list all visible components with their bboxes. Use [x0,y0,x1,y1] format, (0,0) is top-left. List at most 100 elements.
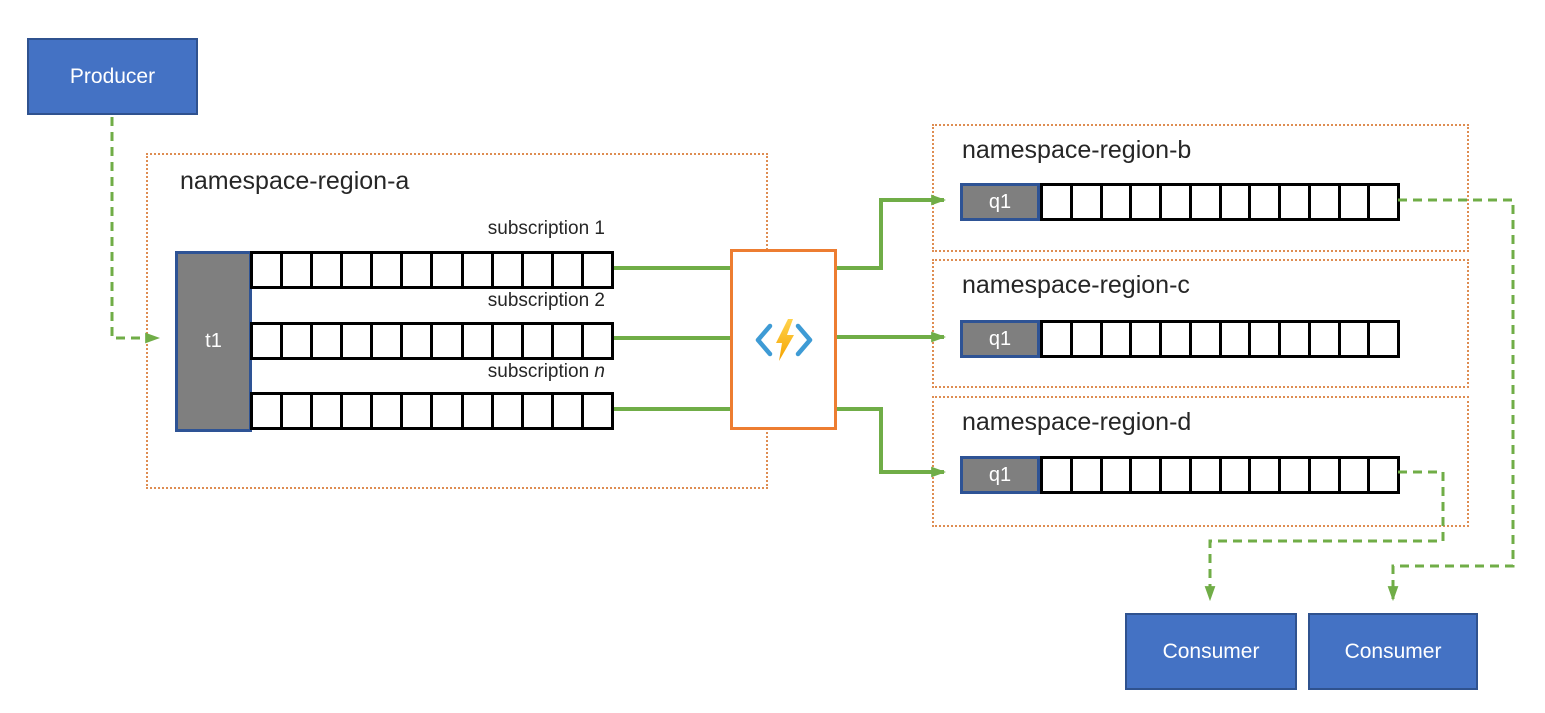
queue-cell [1251,186,1281,218]
queue-cell [1132,323,1162,355]
queue-cell [1043,186,1073,218]
consumer-2-label: Consumer [1344,639,1442,663]
namespace-region-c-title: namespace-region-c [962,271,1190,299]
arrow-function-to-region-b [837,194,947,270]
queue-cell [523,395,554,427]
queue-q1-d-box: q1 [960,456,1040,494]
consumer-1-label: Consumer [1162,639,1260,663]
queue-cell [583,254,611,286]
namespace-region-c-box: namespace-region-c q1 [932,259,1469,388]
queue-cell [1043,323,1073,355]
queue-cell [1043,459,1073,491]
queue-cell [1281,186,1311,218]
queue-cell [523,325,554,357]
queue-cell [1191,186,1222,218]
queue-cell [553,254,584,286]
queue-cell [1310,459,1341,491]
producer-label: Producer [69,64,156,88]
subscription-n-queue [250,392,614,430]
queue-cell [253,395,284,427]
queue-q1-b-box: q1 [960,183,1040,221]
queue-cell [343,395,374,427]
subscription-n-label: subscription n [487,361,605,382]
queue-cell [343,254,374,286]
queue-cell [253,254,284,286]
queue-cell [1251,323,1281,355]
producer-box: Producer [27,38,198,115]
topic-t1-box: t1 [175,251,252,432]
queue-cell [403,325,434,357]
queue-cell [1310,323,1341,355]
queue-cell [373,254,404,286]
queue-cell [1191,459,1222,491]
queue-cell [1370,186,1397,218]
queue-cell [313,395,344,427]
queue-q1-d-label: q1 [988,463,1012,486]
queue-cell [553,395,584,427]
namespace-region-b-box: namespace-region-b q1 [932,124,1469,252]
queue-cell [1072,323,1103,355]
arrow-function-to-region-d [837,407,947,478]
consumer-1-box: Consumer [1125,613,1297,690]
queue-q1-c-label: q1 [988,327,1012,350]
queue-cell [1281,459,1311,491]
queue-d-cells [1040,456,1400,494]
queue-cell [1340,323,1371,355]
queue-cell [493,325,524,357]
namespace-region-a-box: namespace-region-a t1 subscription 1 sub… [146,153,768,489]
queue-cell [373,325,404,357]
queue-cell [553,325,584,357]
queue-cell [1251,459,1281,491]
queue-cell [493,395,524,427]
queue-cell [463,325,494,357]
queue-q1-c-box: q1 [960,320,1040,358]
queue-cell [1340,459,1371,491]
queue-cell [583,395,611,427]
queue-cell [1221,323,1252,355]
subscription-2-label: subscription 2 [487,290,605,311]
queue-cell [1102,186,1133,218]
queue-cell [1162,459,1192,491]
queue-cell [433,325,464,357]
consumer-2-box: Consumer [1308,613,1478,690]
queue-cell [343,325,374,357]
queue-cell [1102,323,1133,355]
queue-cell [1191,323,1222,355]
namespace-region-a-title: namespace-region-a [180,167,410,195]
queue-cell [1132,186,1162,218]
queue-cell [583,325,611,357]
queue-c-cells [1040,320,1400,358]
queue-cell [1310,186,1341,218]
queue-cell [1162,186,1192,218]
queue-cell [1370,323,1397,355]
queue-cell [403,395,434,427]
queue-cell [1132,459,1162,491]
azure-function-box [730,249,837,430]
queue-cell [1221,186,1252,218]
queue-cell [1162,323,1192,355]
queue-cell [1072,186,1103,218]
subscription-1-queue [250,251,614,289]
queue-cell [1340,186,1371,218]
queue-cell [1281,323,1311,355]
topic-t1-label: t1 [205,330,222,352]
subscription-1-label: subscription 1 [487,218,605,239]
subscription-2-queue [250,322,614,360]
namespace-region-b-title: namespace-region-b [962,136,1192,164]
queue-cell [433,254,464,286]
queue-cell [253,325,284,357]
queue-q1-b-label: q1 [988,190,1012,213]
queue-b-cells [1040,183,1400,221]
queue-cell [433,395,464,427]
queue-cell [523,254,554,286]
queue-cell [313,254,344,286]
namespace-region-d-title: namespace-region-d [962,408,1192,436]
queue-cell [1102,459,1133,491]
queue-cell [493,254,524,286]
queue-cell [283,395,314,427]
queue-cell [403,254,434,286]
queue-cell [283,254,314,286]
azure-functions-icon [755,318,812,361]
queue-cell [1072,459,1103,491]
